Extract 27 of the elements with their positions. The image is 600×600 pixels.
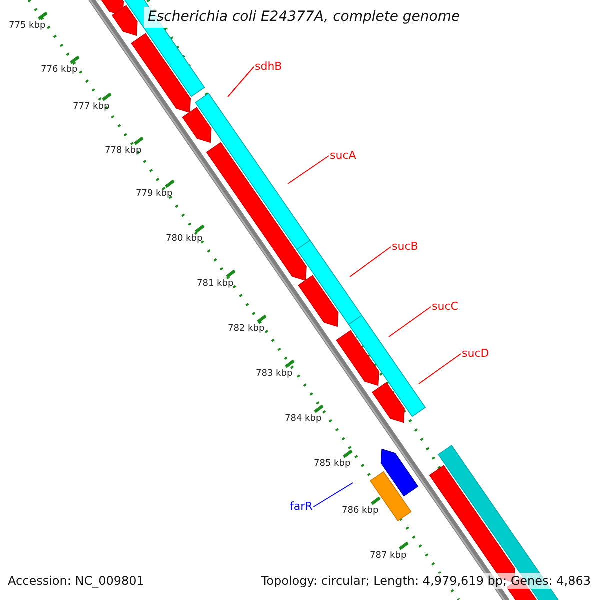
genome-info-text: Accession: NC_009801	[8, 573, 144, 589]
gene-label: sucD	[462, 347, 490, 361]
scale-tick-label: 787 kbp	[370, 551, 407, 562]
leader-line	[288, 156, 330, 184]
leader-line	[350, 246, 392, 278]
scale-tick-label: 777 kbp	[73, 102, 110, 113]
genome-info-text: Topology: circular; Length: 4,979,619 bp; Genes: 4,863	[261, 573, 591, 589]
scale-tick-label: 784 kbp	[285, 414, 322, 425]
scale-tick-label: 778 kbp	[105, 146, 142, 157]
leader-line	[228, 66, 254, 98]
scale-tick-label: 779 kbp	[136, 189, 173, 200]
scale-tick-label: 776 kbp	[41, 65, 78, 76]
gene-label: sdhB	[255, 60, 282, 74]
leader-line	[388, 306, 432, 338]
scale-tick-label: 780 kbp	[166, 234, 203, 245]
scale-tick-label: 781 kbp	[197, 279, 234, 290]
scale-tick-label: 782 kbp	[228, 324, 265, 335]
scale-tick-label: 786 kbp	[342, 506, 379, 517]
gene-label: farR	[290, 500, 313, 514]
leader-line	[313, 482, 354, 508]
scale-tick-label: 785 kbp	[314, 459, 351, 470]
gene-label: sucA	[330, 149, 356, 163]
scale-tick-label: 775 kbp	[9, 21, 46, 32]
scale-tick-label: 783 kbp	[256, 369, 293, 380]
leader-line	[418, 354, 462, 384]
gene-label: sucB	[392, 240, 418, 254]
gene-label: sucC	[432, 300, 458, 314]
